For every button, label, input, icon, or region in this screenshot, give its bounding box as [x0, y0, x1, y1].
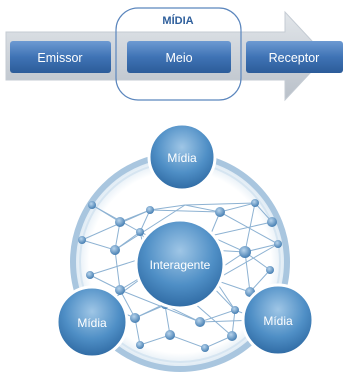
- midia-group-label: MÍDIA: [162, 14, 193, 27]
- meio-box: [127, 41, 231, 73]
- interagente-bubble: [134, 218, 226, 310]
- interagente-label: Interagente: [150, 258, 211, 272]
- midia-label-top: Mídia: [167, 151, 197, 165]
- receptor-label: Receptor: [269, 51, 320, 65]
- midia-bubble-top: [147, 122, 217, 192]
- emissor-box: [10, 41, 111, 73]
- midia-label-left: Mídia: [77, 316, 107, 330]
- flow-section: MÍDIA Emissor Meio Receptor: [5, 7, 343, 102]
- emissor-label: Emissor: [37, 51, 82, 65]
- midia-bubble-left: [55, 285, 129, 359]
- receptor-box: [246, 41, 343, 73]
- meio-label: Meio: [165, 51, 192, 65]
- midia-bubble-right: [241, 283, 315, 357]
- midia-label-right: Mídia: [263, 314, 293, 328]
- network-section: Interagente Mídia Mídia Mídia: [55, 122, 315, 372]
- midia-group-outline: [115, 7, 242, 101]
